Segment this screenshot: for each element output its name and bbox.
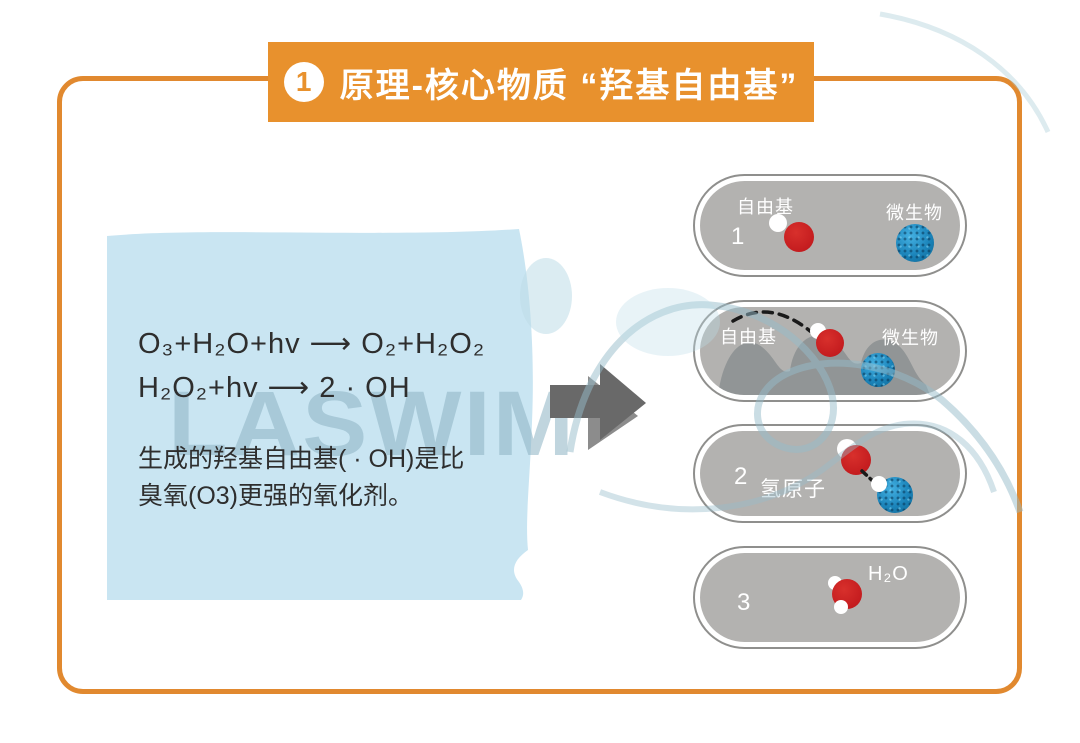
step-capsule-3: 2 氢原子 [693, 424, 967, 523]
microbe-icon [861, 353, 895, 387]
step-capsule-3-body: 2 氢原子 [700, 431, 960, 516]
hydrogen-dot-icon [769, 214, 787, 232]
step-capsule-2-body: 自由基 微生物 [700, 307, 960, 395]
microbe-label: 微生物 [886, 203, 943, 223]
hydrogen-dot-icon [834, 600, 848, 614]
section-title: 原理-核心物质 “羟基自由基” [339, 66, 799, 105]
arrow-right-icon [550, 364, 646, 450]
explanation-text: 生成的羟基自由基( · OH)是比 臭氧(O3)更强的氧化剂。 [138, 441, 464, 515]
section-header: 1 原理-核心物质 “羟基自由基” [268, 42, 814, 122]
water-label: H₂O [868, 563, 909, 585]
microbe-label: 微生物 [882, 328, 939, 348]
step-capsule-4: 3 H₂O [693, 546, 967, 649]
hydrogen-dot-icon [871, 476, 887, 492]
dashed-bond-line [860, 469, 878, 486]
equation-1: O₃+H₂O+hv ⟶ O₂+H₂O₂ [138, 328, 486, 360]
radical-label: 自由基 [720, 327, 777, 347]
explanation-line-1: 生成的羟基自由基( · OH)是比 [138, 445, 465, 473]
explanation-line-2: 臭氧(O3)更强的氧化剂。 [138, 482, 414, 510]
step-number: 1 [731, 223, 745, 250]
microbe-icon [896, 224, 934, 262]
radical-label: 自由基 [737, 197, 794, 217]
step-capsule-1-body: 自由基 1 微生物 [700, 181, 960, 270]
hydroxyl-radical-icon [784, 222, 814, 252]
section-number-badge: 1 [283, 62, 324, 102]
step-capsule-1: 自由基 1 微生物 [693, 174, 967, 277]
laswim-watermark-text: LASWIM [168, 373, 577, 475]
step-capsule-4-body: 3 H₂O [700, 553, 960, 642]
step-capsule-2: 自由基 微生物 [693, 300, 967, 402]
formula-panel-shape [107, 229, 533, 600]
step-number: 3 [737, 589, 751, 616]
hydroxyl-radical-icon [816, 329, 844, 357]
equation-2: H₂O₂+hv ⟶ 2 · OH [138, 372, 411, 404]
